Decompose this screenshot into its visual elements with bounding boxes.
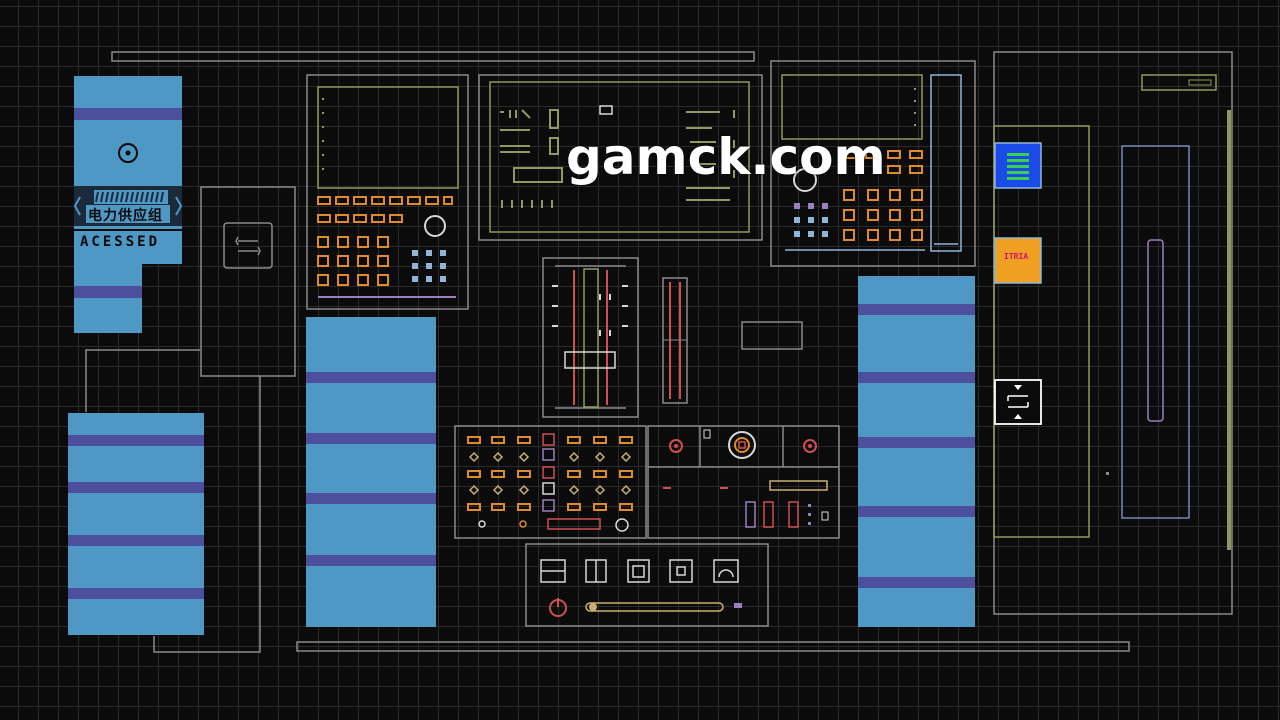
barcode-strip (73, 190, 183, 223)
bottom-button-panel (525, 543, 769, 627)
power-icon[interactable] (549, 598, 567, 617)
orange-button[interactable] (994, 237, 1042, 284)
step-sequencer (454, 425, 647, 539)
effects-unit (647, 425, 840, 539)
small-slot (741, 321, 803, 350)
expand-arrows-icon[interactable] (994, 379, 1042, 425)
conduit-left (85, 349, 200, 412)
control-console (478, 74, 763, 241)
bottom-rail (296, 641, 1130, 652)
right-cabinet (993, 51, 1233, 615)
orange-button-label: ITRIA (1004, 252, 1029, 261)
level-meter (662, 277, 688, 404)
list-icon[interactable] (994, 142, 1042, 189)
mixer-fader-icon[interactable] (542, 257, 639, 418)
center-left-blue-panel (306, 317, 436, 627)
conduit-bottom (153, 376, 261, 653)
left-lower-blue-panel (68, 413, 204, 635)
top-rail (111, 51, 755, 62)
watermark: gamck.com (566, 128, 886, 186)
swap-arrows-icon[interactable] (223, 222, 273, 269)
switch-box (200, 186, 296, 377)
target-icon[interactable] (118, 143, 138, 163)
sampler-device (306, 74, 469, 310)
access-status-label: ACESSED (80, 234, 161, 250)
power-supply-label: 电力供应组 (88, 208, 163, 224)
center-right-blue-panel (858, 276, 975, 627)
drum-machine (770, 60, 976, 267)
